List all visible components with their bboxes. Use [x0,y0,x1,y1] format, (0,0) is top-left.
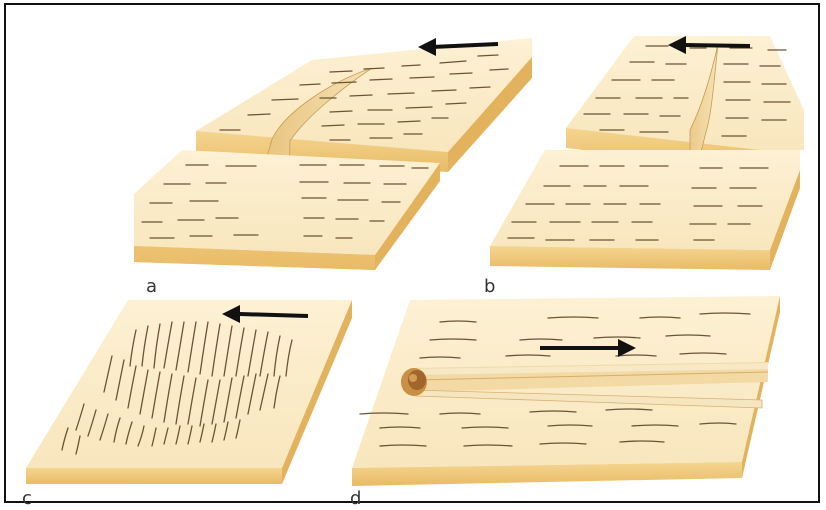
panel-c: c [22,300,352,509]
panel-a-label: a [146,276,157,297]
figure-frame: a b [4,3,820,503]
panel-a-lower-block [134,150,440,270]
panel-c-label: c [22,488,32,509]
panel-b-label: b [484,276,495,297]
panel-a: a [134,38,532,297]
panel-c-surface [26,300,352,468]
pebble-tool-icon [401,368,427,396]
panel-b-upper-block [566,36,804,170]
panel-c-front-face [26,468,282,484]
panel-d-label: d [350,488,361,509]
panel-d: d [350,296,780,509]
panel-a-upper-block [196,38,532,172]
